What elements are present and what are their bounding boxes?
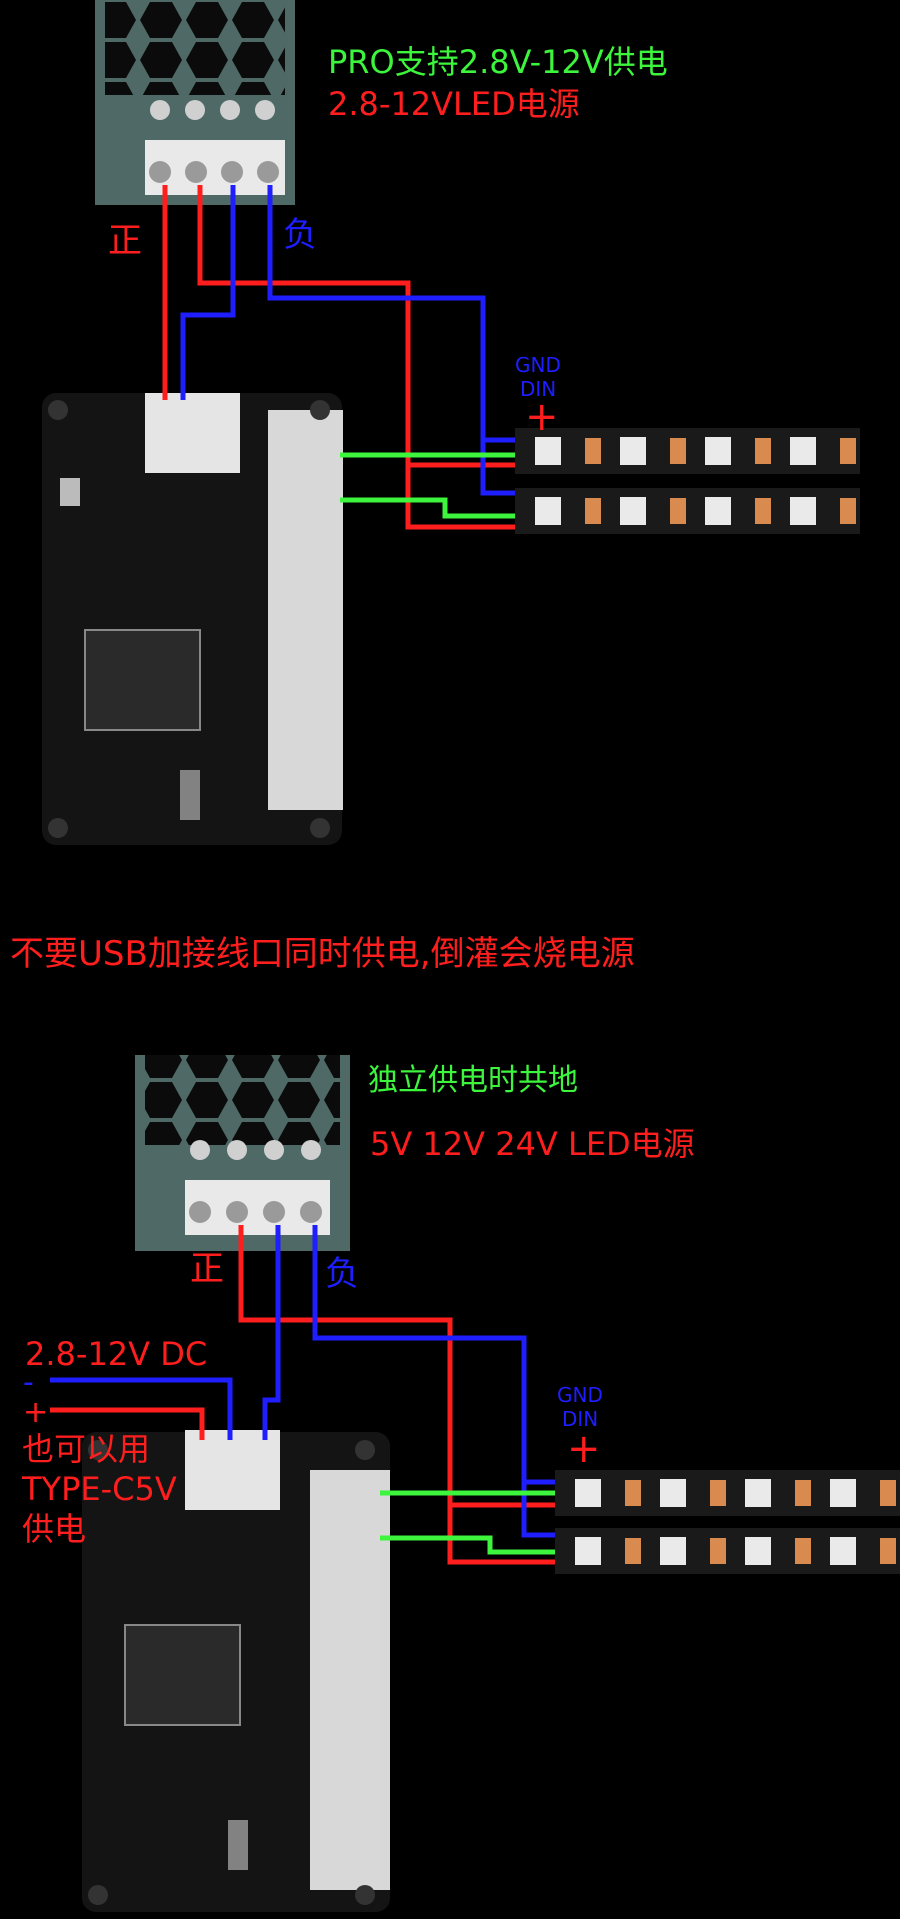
dc-input-label: 2.8-12V DC: [25, 1335, 207, 1373]
typec-note-line3: 供电: [22, 1510, 86, 1548]
section1-strip-gnd: GND: [515, 353, 561, 377]
section1-negative-label: 负: [283, 215, 317, 255]
controller-board-top: [42, 393, 343, 845]
section1-strip-plus: +: [525, 394, 559, 440]
section2-strip-plus: +: [567, 1426, 601, 1472]
section1-heading-red: 2.8-12VLED电源: [328, 85, 580, 123]
section1-strip-din: DIN: [520, 377, 556, 401]
typec-note-line2: TYPE-C5V: [21, 1470, 177, 1508]
section1-positive-label: 正: [108, 221, 142, 261]
section2-negative-label: 负: [325, 1254, 359, 1294]
section2-strip-din: DIN: [562, 1407, 598, 1431]
section1-heading-green: PRO支持2.8V-12V供电: [328, 43, 668, 81]
power-supply-top: [95, 0, 295, 205]
power-supply-bottom: [135, 1055, 350, 1251]
led-strip-bottom: [555, 1470, 900, 1574]
led-strip-top: [515, 428, 860, 534]
section2-strip-gnd: GND: [557, 1383, 603, 1407]
dc-minus-label: -: [23, 1365, 34, 1400]
warning-text: 不要USB加接线口同时供电,倒灌会烧电源: [10, 934, 635, 974]
wires-bottom: [50, 1225, 555, 1565]
wires-top: [162, 185, 515, 530]
section2-heading-red: 5V 12V 24V LED电源: [370, 1125, 695, 1163]
dc-plus-label: +: [23, 1395, 48, 1430]
section2-heading-green: 独立供电时共地: [368, 1063, 578, 1098]
controller-board-bottom: [82, 1430, 390, 1912]
typec-note-line1: 也可以用: [22, 1430, 150, 1468]
section2-positive-label: 正: [190, 1249, 224, 1289]
